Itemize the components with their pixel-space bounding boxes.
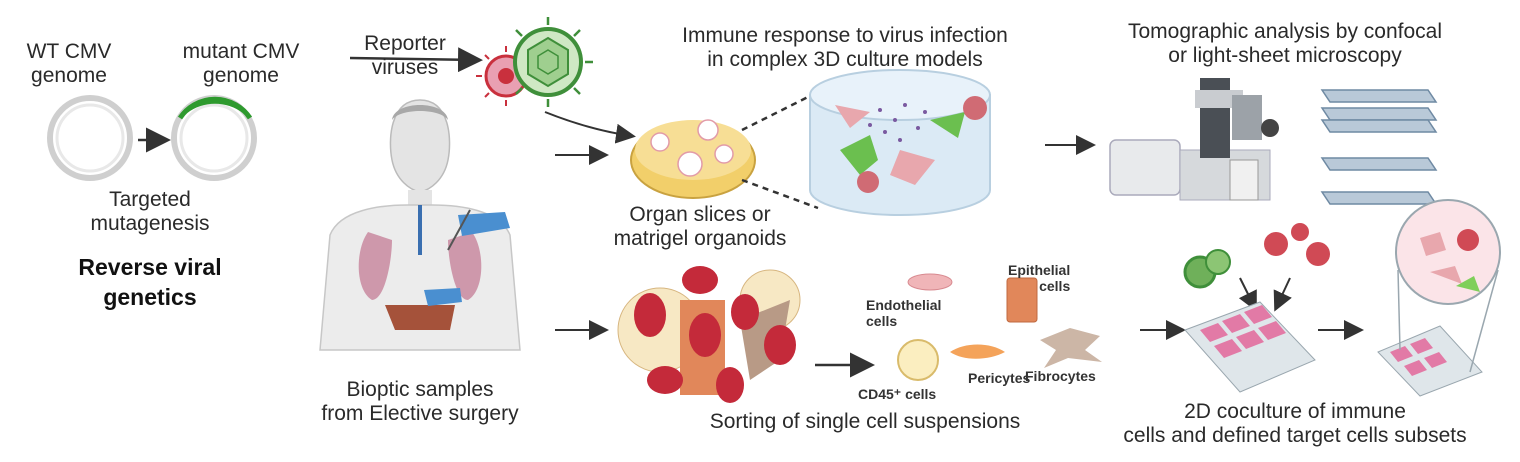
endothelial-cell-icon bbox=[907, 273, 953, 291]
fibrocyte-cell-icon bbox=[1040, 328, 1102, 368]
tomography-label: Tomographic analysis by confocal or ligh… bbox=[1128, 20, 1442, 67]
tissue-cells-cluster-icon bbox=[617, 266, 801, 403]
cd45-cells-label: CD45⁺ cells bbox=[858, 386, 937, 402]
surgeon-glove-icon bbox=[424, 209, 510, 306]
cd45-cell-icon bbox=[897, 339, 939, 381]
pericytes-label: Pericytes bbox=[968, 370, 1031, 386]
arrow-virus-down-1 bbox=[1238, 277, 1257, 312]
pericyte-cell-icon bbox=[950, 344, 1005, 359]
microscope-icon bbox=[1109, 78, 1279, 201]
zoomed-plate-icon bbox=[1377, 199, 1501, 397]
coculture-label: 2D coculture of immune cells and defined… bbox=[1123, 400, 1467, 447]
zoom-line-bottom bbox=[741, 178, 819, 210]
organ-slices-label: Organ slices or matrigel organoids bbox=[613, 203, 787, 250]
coculture-viruses-icon bbox=[1183, 223, 1330, 289]
reporter-viruses-label: Reporter viruses bbox=[364, 32, 446, 79]
immune-response-label: Immune response to virus infection in co… bbox=[682, 24, 1008, 71]
mutant-genome-plasmid-icon bbox=[171, 95, 257, 181]
endothelial-cells-label: Endothelial cells bbox=[866, 297, 942, 329]
fibrocytes-label: Fibrocytes bbox=[1025, 368, 1096, 384]
mutagenesis-label: Targeted mutagenesis bbox=[90, 188, 210, 235]
bioptic-samples-label: Bioptic samples from Elective surgery bbox=[321, 378, 519, 425]
green-virus-icon bbox=[513, 17, 593, 107]
organoid-dish-icon bbox=[630, 119, 756, 199]
patient-body-icon bbox=[319, 99, 521, 351]
arrow-virus-down-2 bbox=[1273, 277, 1292, 312]
mutant-genome-label: mutant CMV genome bbox=[182, 40, 300, 87]
tomography-slices-icon bbox=[1320, 89, 1438, 205]
reporter-arrow bbox=[349, 47, 483, 73]
sorting-label: Sorting of single cell suspensions bbox=[709, 410, 1021, 433]
coculture-plate-icon bbox=[1184, 301, 1316, 393]
virus-to-organoid-arrow bbox=[544, 111, 636, 144]
reverse-genetics-title: Reverse viral genetics bbox=[78, 254, 222, 310]
epithelial-cells-label: Epithelial cells bbox=[1008, 262, 1071, 294]
wt-genome-label: WT CMV genome bbox=[26, 40, 112, 87]
wt-genome-plasmid-icon bbox=[47, 95, 133, 181]
epithelial-cell-icon bbox=[1006, 277, 1038, 323]
3d-culture-cylinder-icon bbox=[809, 69, 991, 216]
